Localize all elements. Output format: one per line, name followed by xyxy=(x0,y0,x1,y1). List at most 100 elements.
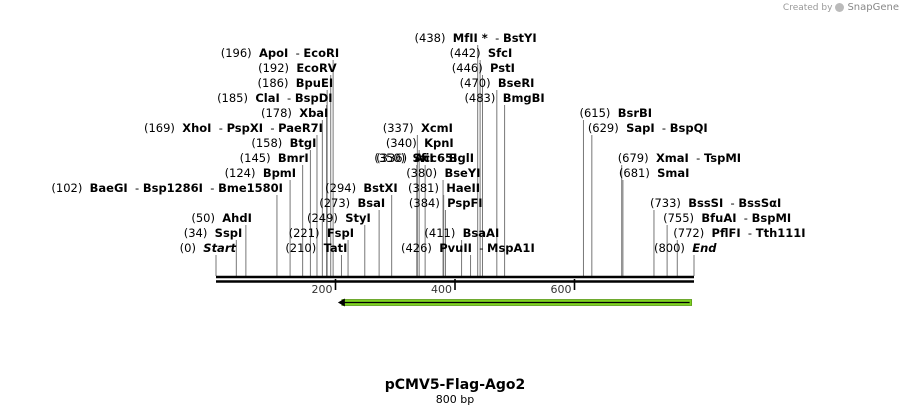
enzyme-name: BaeGI xyxy=(90,181,128,195)
enzyme-name: BpmI xyxy=(263,166,296,180)
site-label-smai: (681) SmaI xyxy=(619,166,690,180)
site-position: (384) xyxy=(409,196,440,210)
site-position: (340) xyxy=(386,136,417,150)
enzyme-name: EcoRV xyxy=(296,61,336,75)
enzyme-name: BspQI xyxy=(670,121,708,135)
site-label-ahdi: (50) AhdI xyxy=(191,211,252,225)
site-position: (169) xyxy=(144,121,175,135)
enzyme-name: MfII * xyxy=(453,31,488,45)
enzyme-name: BstXI xyxy=(363,181,397,195)
site-label-mfii-bstyi: (438) MfII * - BstYI xyxy=(415,31,537,45)
enzyme-name: BsaAI xyxy=(463,226,500,240)
enzyme-name: TspMI xyxy=(704,151,741,165)
enzyme-name: MspA1I xyxy=(487,241,535,255)
enzyme-name: Bme1580I xyxy=(218,181,283,195)
site-label-bseyi: (380) BseYI xyxy=(406,166,480,180)
enzyme-name: BstYI xyxy=(503,31,537,45)
site-position: (210) xyxy=(285,241,316,255)
map-subtitle: 800 bp xyxy=(436,393,474,406)
enzyme-name: Start xyxy=(203,241,236,255)
site-label-sspi: (34) SspI xyxy=(184,226,243,240)
ruler-tick-label: 200 xyxy=(312,283,333,296)
site-label-bsssi-bsss-i: (733) BssSI - BssSαI xyxy=(650,196,781,210)
enzyme-name: SfiI xyxy=(413,151,434,165)
site-position: (629) xyxy=(588,121,619,135)
enzyme-name: PspFI xyxy=(447,196,482,210)
site-label-bseri: (470) BseRI xyxy=(460,76,535,90)
site-position: (34) xyxy=(184,226,208,240)
enzyme-name: ApoI xyxy=(259,46,288,60)
site-label-apoi-ecori: (196) ApoI - EcoRI xyxy=(221,46,339,60)
site-position: (380) xyxy=(406,166,437,180)
site-label-xhoi-pspxi-paer7i: (169) XhoI - PspXI - PaeR7I xyxy=(144,121,323,135)
site-position: (0) xyxy=(180,241,196,255)
enzyme-name: XbaI xyxy=(299,106,328,120)
enzyme-name: Acc65I xyxy=(414,151,457,165)
site-position: (124) xyxy=(225,166,256,180)
site-position: (185) xyxy=(217,91,248,105)
feature-arrowhead-icon xyxy=(337,298,345,307)
enzyme-name: BglI xyxy=(449,151,474,165)
site-position: (411) xyxy=(424,226,455,240)
site-label-haeii: (381) HaeII xyxy=(408,181,480,195)
site-label-clai-bspdi: (185) ClaI - BspDI xyxy=(217,91,332,105)
site-position: (470) xyxy=(460,76,491,90)
site-label-fspi: (221) FspI xyxy=(289,226,354,240)
site-position: (50) xyxy=(191,211,215,225)
site-position: (446) xyxy=(452,61,483,75)
snapgene-credit: Created by SnapGene xyxy=(783,2,899,13)
ruler-tick-label: 600 xyxy=(551,283,572,296)
enzyme-name: End xyxy=(692,241,717,255)
site-position: (221) xyxy=(289,226,320,240)
site-position: (755) xyxy=(663,211,694,225)
enzyme-name: StyI xyxy=(345,211,371,225)
ruler-tick-label: 400 xyxy=(431,283,452,296)
enzyme-name: BpuEI xyxy=(296,76,333,90)
enzyme-name: BmgBI xyxy=(503,91,545,105)
enzyme-name: BssSI xyxy=(688,196,723,210)
enzyme-name: BsaI xyxy=(357,196,385,210)
feature-arrow xyxy=(337,298,693,307)
enzyme-name: PvuII xyxy=(439,241,472,255)
site-position: (438) xyxy=(415,31,446,45)
site-position: (186) xyxy=(258,76,289,90)
site-label-end: (800) End xyxy=(654,241,717,255)
site-position: (681) xyxy=(619,166,650,180)
site-label-sfii-bgli: (350) SfiI - BglI xyxy=(374,151,474,165)
map-title: pCMV5-Flag-Ago2 xyxy=(385,377,525,393)
ruler-ticks: 200 400 600 xyxy=(312,279,576,296)
credit-brand: SnapGene xyxy=(847,2,899,13)
site-position: (442) xyxy=(450,46,481,60)
site-position: (772) xyxy=(673,226,704,240)
site-label-acc65i: (336) Acc65I xyxy=(376,151,457,165)
site-position: (145) xyxy=(240,151,271,165)
enzyme-name: TatI xyxy=(324,241,348,255)
enzyme-name: PstI xyxy=(490,61,515,75)
site-label-tati: (210) TatI xyxy=(285,241,347,255)
site-position: (800) xyxy=(654,241,685,255)
enzyme-name: BseYI xyxy=(444,166,480,180)
site-labels: (0) Start(34) SspI(50) AhdI(102) BaeGI -… xyxy=(51,31,805,255)
enzyme-name: BmrI xyxy=(278,151,309,165)
snapgene-logo-icon xyxy=(835,3,845,12)
enzyme-name: KpnI xyxy=(424,136,454,150)
enzyme-name: SspI xyxy=(215,226,243,240)
site-position: (178) xyxy=(261,106,292,120)
site-position: (381) xyxy=(408,181,439,195)
site-label-xmai-tspmi: (679) XmaI - TspMI xyxy=(618,151,741,165)
enzyme-name: FspI xyxy=(327,226,354,240)
site-position: (273) xyxy=(319,196,350,210)
site-label-sapi-bspqi: (629) SapI - BspQI xyxy=(588,121,708,135)
site-position: (158) xyxy=(251,136,282,150)
credit-prefix: Created by xyxy=(782,2,833,13)
site-position: (336) xyxy=(376,151,407,165)
enzyme-name: PaeR7I xyxy=(278,121,323,135)
site-lines xyxy=(215,45,695,276)
site-label-xbai: (178) XbaI xyxy=(261,106,328,120)
enzyme-name: BspMI xyxy=(752,211,792,225)
site-label-bpuei: (186) BpuEI xyxy=(258,76,334,90)
site-label-bsaai: (411) BsaAI xyxy=(424,226,499,240)
site-position: (192) xyxy=(258,61,289,75)
enzyme-name: XcmI xyxy=(421,121,453,135)
